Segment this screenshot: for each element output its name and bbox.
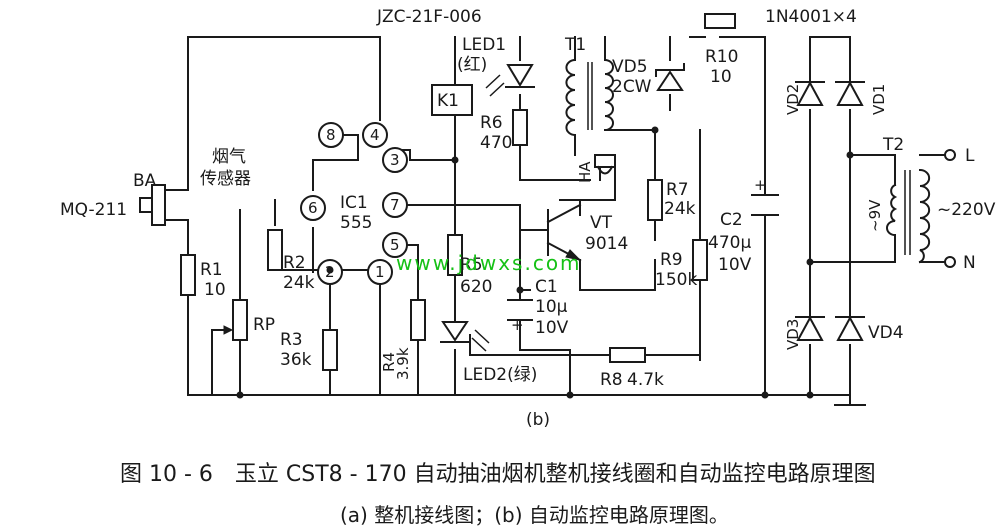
vd5-ref-label: VD5: [612, 57, 648, 77]
ic-ref-label: IC1: [340, 193, 368, 213]
transformer-t2: [886, 168, 931, 264]
t2-secondary-label: ~9V: [866, 199, 884, 232]
ic-pin-7: 7: [390, 196, 400, 214]
ic-part-label: 555: [340, 213, 372, 233]
ic-pin-1: 1: [375, 263, 385, 281]
vd4-label: VD4: [868, 323, 904, 343]
vd5-value-label: 2CW: [612, 77, 652, 97]
resistor-r4: [410, 299, 426, 341]
c2-ref-label: C2: [720, 210, 743, 230]
sensor-name-line2: 传感器: [200, 169, 251, 189]
relay-model-label: JZC-21F-006: [376, 7, 482, 27]
caption-line1: 图 10 - 6 玉立 CST8 - 170 自动抽油烟机整机接线圈和自动监控电…: [120, 462, 876, 487]
subfigure-label: (b): [526, 410, 550, 430]
rp-ref-label: RP: [253, 315, 275, 335]
c1-voltage-label: 10V: [535, 318, 569, 338]
c1-value-label: 10μ: [535, 297, 568, 317]
potentiometer-rp: [212, 299, 248, 341]
r4-value-label: 3.9k: [394, 347, 412, 380]
led2-ref-label: LED2(绿): [463, 365, 537, 385]
c2-plus-sign: +: [754, 176, 767, 194]
ic-pin-3: 3: [390, 151, 400, 169]
r7-ref-label: R7: [666, 180, 689, 200]
c1-plus-sign: +: [511, 316, 524, 334]
sensor-name-line1: 烟气: [212, 147, 246, 167]
bridge-diodes: [795, 80, 865, 341]
ic-pin-4: 4: [370, 126, 380, 144]
terminal-n-label: N: [963, 253, 976, 273]
r5-value-label: 620: [460, 277, 492, 297]
gas-sensor: [139, 184, 166, 226]
resistor-r10: [704, 13, 736, 29]
ic-pin-2: 2: [325, 263, 335, 281]
r9-ref-label: R9: [660, 250, 683, 270]
capacitor-c1: [507, 299, 533, 321]
capacitor-c2: [751, 194, 779, 216]
diode-spec-label: 1N4001×4: [765, 7, 857, 27]
zener-vd5: [655, 63, 685, 91]
led1-color-label: (红): [457, 55, 487, 75]
relay-k1: [431, 84, 473, 116]
terminal-n-node: [944, 256, 956, 268]
t1-ref-label: T1: [564, 35, 586, 55]
ha-ref-label: HA: [576, 161, 594, 183]
vd1-label: VD1: [870, 84, 888, 115]
r8-ref-label: R8: [600, 370, 623, 390]
r3-value-label: 36k: [280, 350, 312, 370]
r6-value-label: 470: [480, 133, 512, 153]
c2-voltage-label: 10V: [718, 255, 752, 275]
junction-dots: [236, 126, 854, 399]
sensor-model-label: MQ-211: [60, 200, 127, 220]
resistor-r6: [512, 109, 528, 146]
r5-ref-label: R5: [460, 255, 483, 275]
r10-ref-label: R10: [705, 47, 738, 67]
led1-ref-label: LED1: [462, 35, 506, 55]
vd2-label: VD2: [784, 84, 802, 115]
resistor-r1: [180, 254, 196, 296]
transformer-t1: [565, 58, 614, 137]
led1: [485, 64, 535, 97]
resistor-r7: [647, 179, 663, 221]
c1-ref-label: C1: [535, 277, 558, 297]
ic-555: [300, 122, 408, 285]
r1-value-label: 10: [204, 280, 226, 300]
r10-value-label: 10: [710, 67, 732, 87]
resistor-r8: [609, 347, 646, 363]
ic-pin-5: 5: [390, 236, 400, 254]
terminal-l-node: [944, 149, 956, 161]
caption-line2: (a) 整机接线图；(b) 自动监控电路原理图。: [340, 503, 729, 527]
resistor-r9: [692, 239, 708, 281]
resistor-r5: [447, 234, 463, 276]
ic-pin-8: 8: [326, 126, 336, 144]
vt-ref-label: VT: [590, 213, 613, 233]
r8-value-label: 4.7k: [627, 370, 664, 390]
watermark: www.jdwxs.com: [396, 251, 582, 275]
r2-ref-label: R2: [283, 253, 306, 273]
r7-value-label: 24k: [664, 199, 696, 219]
vt-part-label: 9014: [585, 234, 628, 254]
sensor-ref-label: BA: [133, 171, 157, 191]
c2-value-label: 470μ: [708, 233, 751, 253]
t2-ref-label: T2: [882, 135, 904, 155]
t2-primary-label: ~220V: [937, 200, 996, 220]
buzzer-ha: [594, 154, 616, 175]
r1-ref-label: R1: [200, 260, 223, 280]
r4-ref-label: R4: [380, 352, 398, 372]
terminal-l-label: L: [965, 146, 975, 166]
ic-pin-6: 6: [308, 199, 318, 217]
vd3-label: VD3: [784, 319, 802, 350]
relay-ref-label: K1: [437, 91, 459, 111]
r9-value-label: 150k: [655, 270, 697, 290]
r3-ref-label: R3: [280, 330, 303, 350]
transistor-vt: [529, 203, 582, 262]
resistor-r2: [267, 229, 283, 271]
led2: [440, 321, 490, 352]
r6-ref-label: R6: [480, 113, 503, 133]
r2-value-label: 24k: [283, 273, 315, 293]
resistor-r3: [322, 329, 338, 371]
